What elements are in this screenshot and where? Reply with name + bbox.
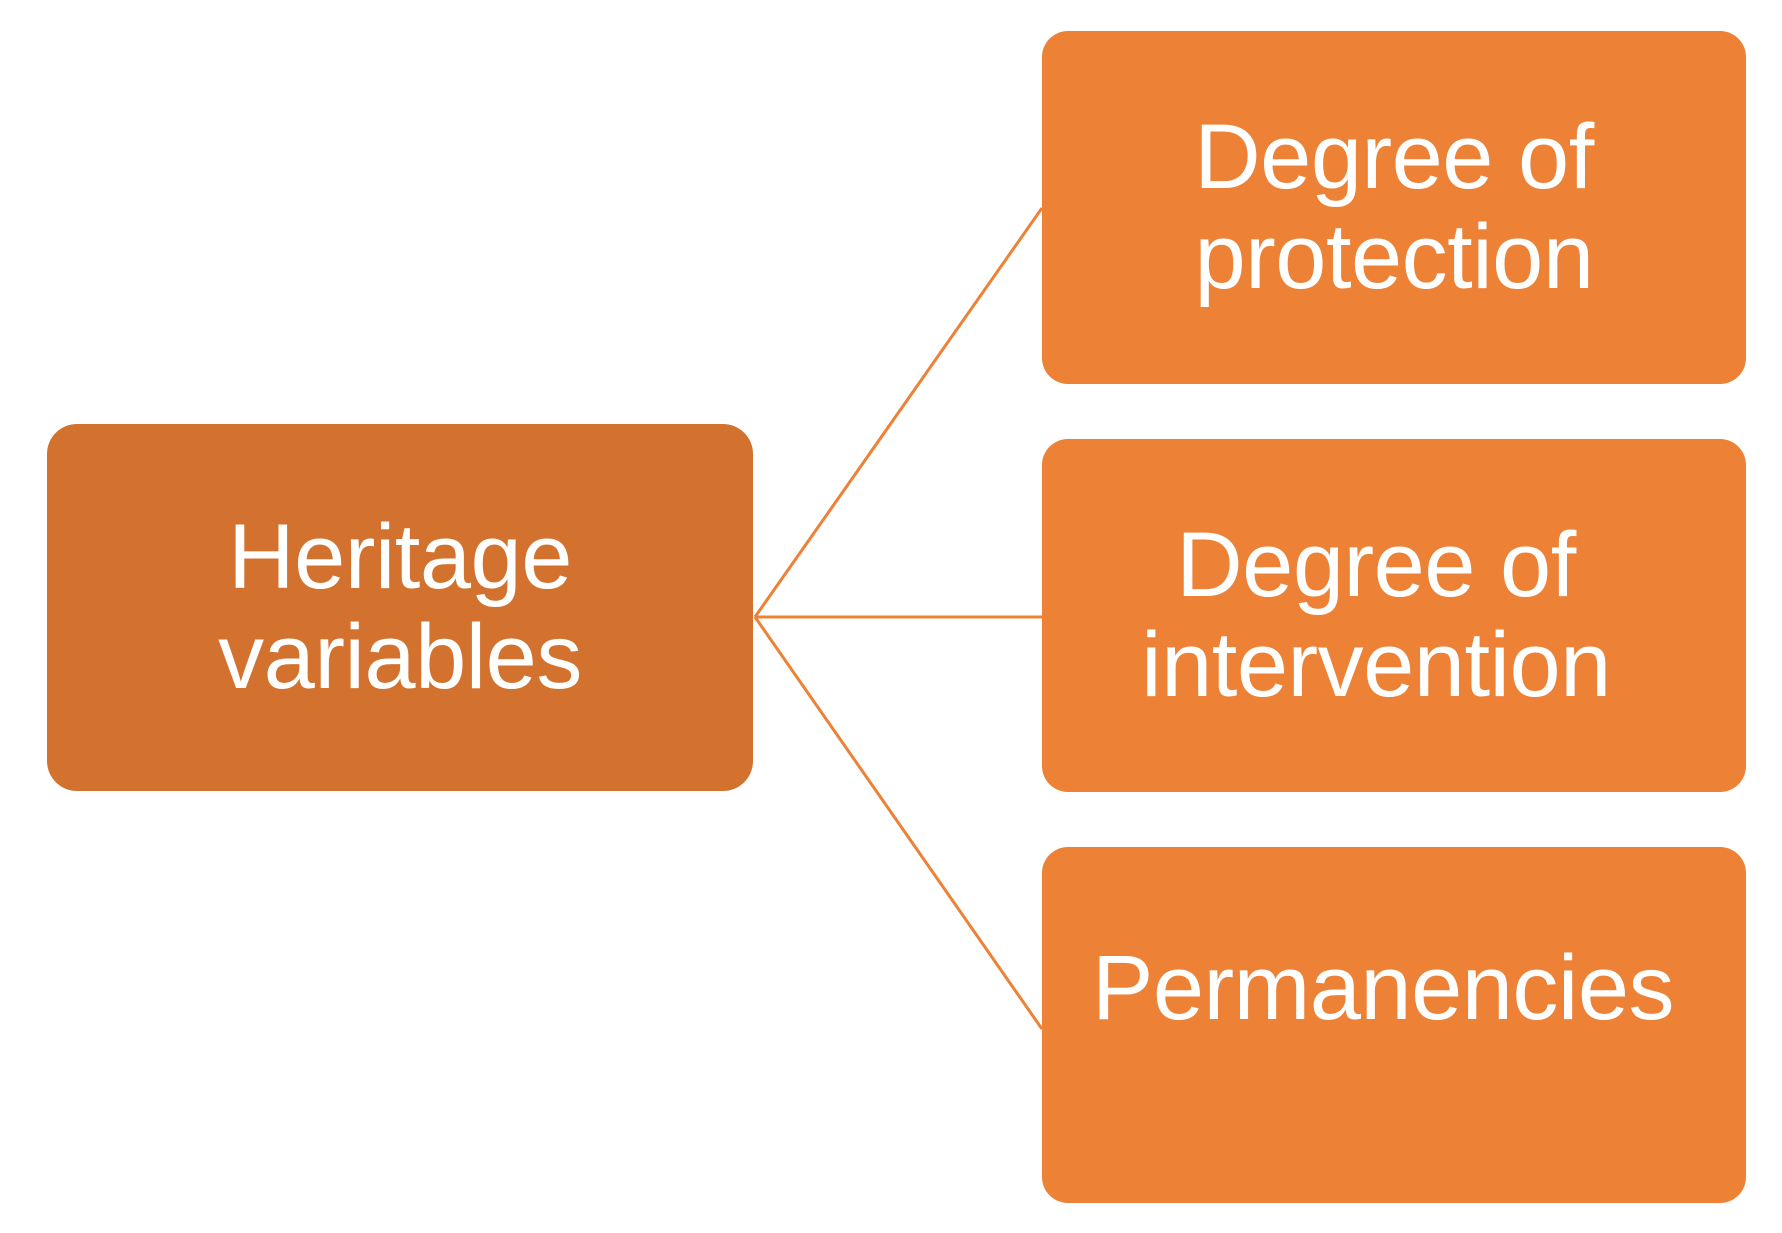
connector-line-to-degree-of-protection: [753, 207, 1044, 618]
node-degree-of-intervention[interactable]: Degree of intervention: [1042, 439, 1746, 792]
node-degree-of-protection[interactable]: Degree of protection: [1042, 31, 1746, 384]
node-heritage-variables[interactable]: Heritage variables: [47, 424, 753, 791]
node-label-heritage-variables: Heritage variables: [218, 506, 582, 708]
node-label-degree-of-intervention: Degree of intervention: [1141, 514, 1611, 716]
node-label-permanencies: Permanencies: [1091, 937, 1675, 1039]
connector-line-to-permanencies: [753, 616, 1044, 1030]
node-label-degree-of-protection: Degree of protection: [1194, 106, 1594, 308]
node-permanencies[interactable]: Permanencies: [1042, 847, 1746, 1203]
